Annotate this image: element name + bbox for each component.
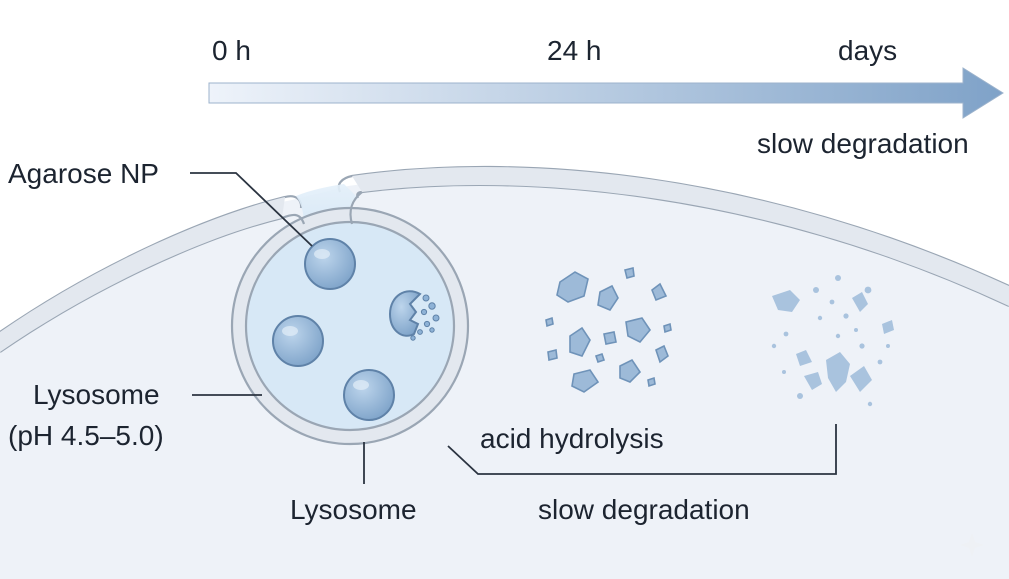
timeline-label-days: days xyxy=(838,35,897,66)
timeline-label-24h: 24 h xyxy=(547,35,602,66)
label-lysosome-left: Lysosome xyxy=(33,379,160,410)
label-agarose-np: Agarose NP xyxy=(8,158,159,189)
degradation-bracket xyxy=(447,424,837,475)
nanoparticle xyxy=(304,238,356,290)
fragments-24h xyxy=(545,267,672,393)
sparkle-icon xyxy=(960,533,984,557)
eroding-nanoparticle xyxy=(388,290,440,341)
fragments-days xyxy=(771,275,894,407)
timeline-caption: slow degradation xyxy=(757,128,969,159)
label-lysosome-bottom: Lysosome xyxy=(290,494,417,525)
timeline-arrow xyxy=(208,67,1004,119)
label-lysosome-ph: (pH 4.5–5.0) xyxy=(8,420,164,451)
label-acid-hydrolysis: acid hydrolysis xyxy=(480,423,664,454)
timeline-label-0h: 0 h xyxy=(212,35,251,66)
label-slow-degradation-bottom: slow degradation xyxy=(538,494,750,525)
lysosome xyxy=(230,191,470,446)
nanoparticle xyxy=(272,315,324,367)
leader-lines xyxy=(190,172,365,484)
nanoparticle xyxy=(343,369,395,421)
